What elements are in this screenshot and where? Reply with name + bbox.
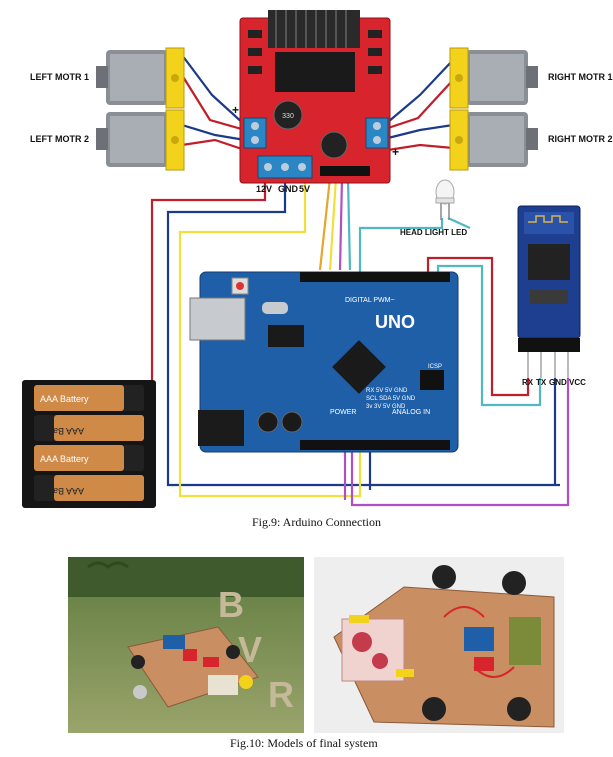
battery-cell-1-label: AAA Battery — [40, 394, 89, 404]
photo-model-water: B V R — [68, 557, 304, 733]
battery-cell-1: AAA Battery — [34, 385, 144, 411]
battery-cell-4-label: AAA Battery — [35, 486, 84, 496]
arduino-pin-row-3: 3v 3V 5V GND — [366, 404, 406, 410]
label-bt-gnd: GND — [549, 378, 567, 387]
label-5v: 5V — [299, 184, 311, 194]
motor-driver-board: 330 + + — [232, 10, 399, 184]
wires — [150, 54, 570, 507]
label-12v: 12V — [256, 184, 273, 194]
left-motor-2 — [96, 109, 185, 171]
left-motor-1 — [96, 47, 185, 109]
battery-cell-2: AAA Battery — [34, 415, 144, 441]
bluetooth-module — [517, 205, 581, 378]
battery-cell-4: AAA Battery — [34, 475, 144, 501]
arduino-connection-diagram: 330 + + — [22, 10, 581, 508]
battery-cell-2-label: AAA Battery — [35, 426, 84, 436]
arduino-power-label: POWER — [330, 409, 356, 416]
driver-cap-text: 330 — [282, 113, 294, 120]
battery-cell-3: AAA Battery — [34, 445, 144, 471]
label-bt-tx: TX — [536, 378, 547, 387]
photo-model-floor — [314, 557, 564, 733]
sign-letter-b: B — [218, 584, 244, 625]
caption-fig10: Fig.10: Models of final system — [230, 736, 378, 750]
label-bt-vcc: VCC — [569, 378, 586, 387]
caption-fig9: Fig.9: Arduino Connection — [252, 515, 381, 529]
battery-pack: AAA Battery AAA Battery AAA Battery AAA … — [22, 380, 156, 508]
arduino-pin-row-2: SCL SDA 5V GND — [366, 396, 416, 402]
right-motor-2 — [449, 109, 538, 171]
label-gnd: GND — [278, 184, 298, 194]
arduino-pin-row-1: RX 5V 5V GND — [366, 388, 408, 394]
label-left-motor-1: LEFT MOTR 1 — [30, 72, 89, 82]
label-right-motor-2: RIGHT MOTR 2 — [548, 134, 613, 144]
right-motor-1 — [449, 47, 538, 109]
arduino-analog-label: ANALOG IN — [392, 409, 430, 416]
head-light-led — [435, 179, 455, 220]
label-headlight-led: HEAD LIGHT LED — [400, 228, 468, 237]
label-right-motor-1: RIGHT MOTR 1 — [548, 72, 613, 82]
driver-plus-right: + — [392, 145, 399, 159]
sign-letter-r: R — [268, 674, 294, 715]
label-bt-rx: RX — [522, 378, 534, 387]
arduino-digital-label: DIGITAL PWM~ — [345, 297, 395, 304]
arduino-icsp-label: ICSP — [428, 364, 442, 370]
arduino-logo: UNO — [375, 312, 415, 332]
arduino-uno-board: UNO DIGITAL PWM~ POWER ANALOG IN ICSP RX… — [189, 271, 459, 453]
driver-plus-left: + — [232, 103, 239, 117]
label-left-motor-2: LEFT MOTR 2 — [30, 134, 89, 144]
battery-cell-3-label: AAA Battery — [40, 454, 89, 464]
